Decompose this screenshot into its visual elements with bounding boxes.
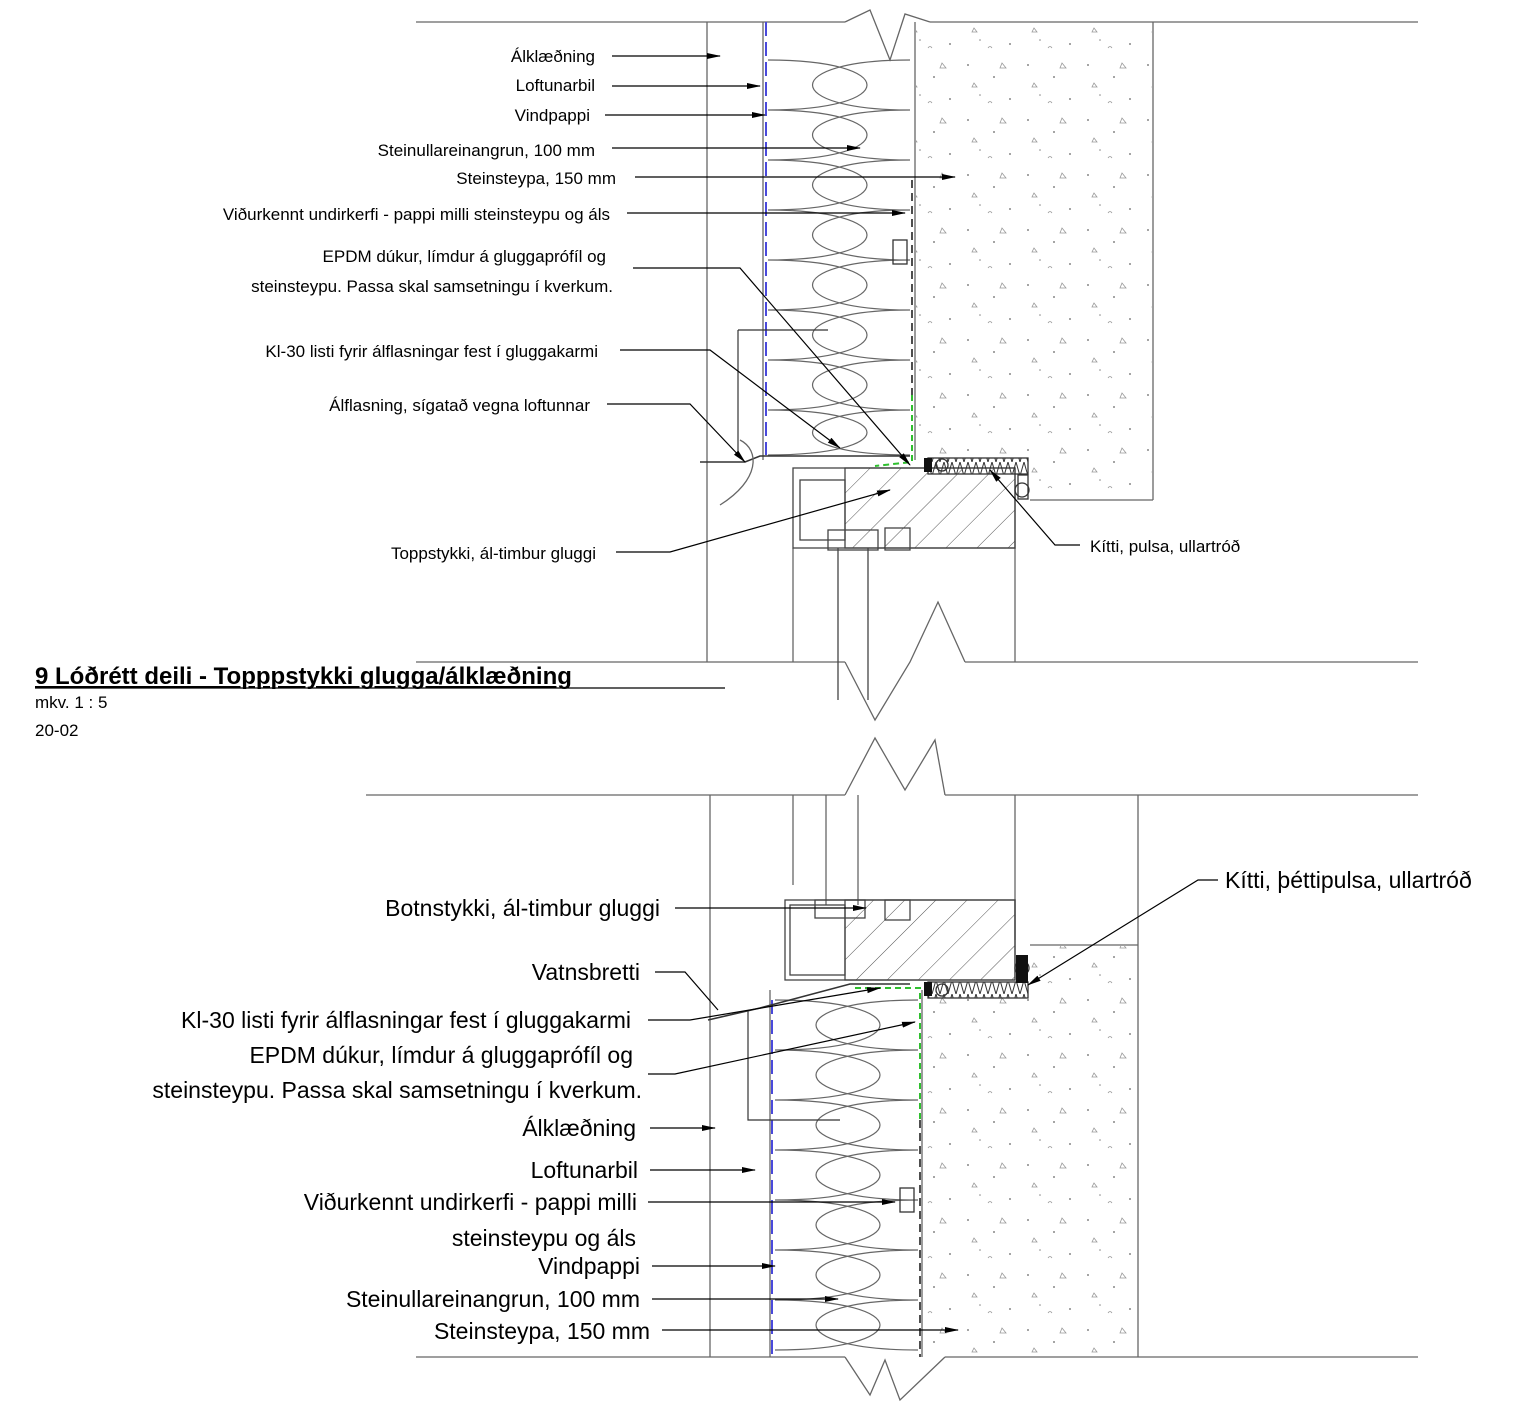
label-concrete-bottom: Steinsteypa, 150 mm — [434, 1318, 650, 1344]
label-kl30-top: Kl-30 listi fyrir álflasningar fest í gl… — [265, 342, 598, 361]
label-cladding-bottom: Álklæðning — [522, 1115, 636, 1141]
leaders-top — [35, 53, 1080, 689]
label-insulation-top: Steinullareinangrun, 100 mm — [378, 141, 595, 160]
label-air-gap-bottom: Loftunarbil — [531, 1157, 638, 1183]
label-wind-paper-bottom: Vindpappi — [538, 1253, 640, 1279]
labels-bottom: Botnstykki, ál-timbur gluggi Kítti, þétt… — [152, 867, 1471, 1344]
label-kl30-bottom: Kl-30 listi fyrir álflasningar fest í gl… — [181, 1007, 631, 1033]
label-sealant-top: Kítti, pulsa, ullartróð — [1090, 537, 1240, 556]
insulation-loops-top — [767, 59, 911, 456]
label-cladding-top: Álklæðning — [511, 47, 595, 66]
label-wind-paper-top: Vindpappi — [515, 106, 590, 125]
label-head-top: Toppstykki, ál-timbur gluggi — [391, 544, 596, 563]
detail-sheet: 20-02 — [35, 721, 78, 740]
label-concrete-top: Steinsteypa, 150 mm — [456, 169, 616, 188]
label-epdm-bottom-2: steinsteypu. Passa skal samsetningu í kv… — [152, 1077, 642, 1103]
label-drip-bottom: Vatnsbretti — [532, 959, 640, 985]
label-epdm-top-2: steinsteypu. Passa skal samsetningu í kv… — [251, 277, 613, 296]
label-subframe-bottom-1: Viðurkennt undirkerfi - pappi milli — [304, 1189, 637, 1215]
label-subframe-top: Viðurkennt undirkerfi - pappi milli stei… — [223, 205, 610, 224]
detail-scale: mkv. 1 : 5 — [35, 693, 107, 712]
label-air-gap-top: Loftunarbil — [516, 76, 595, 95]
label-sill-bottom: Botnstykki, ál-timbur gluggi — [385, 895, 660, 921]
label-flashing-top: Álflasning, sígatað vegna loftunnar — [329, 396, 590, 415]
leaders-bottom — [648, 879, 1218, 1333]
label-insulation-bottom: Steinullareinangrun, 100 mm — [346, 1286, 640, 1312]
detail-title: 9 Lóðrétt deili - Topppstykki glugga/álk… — [35, 663, 572, 690]
label-sealant-bottom: Kítti, þéttipulsa, ullartróð — [1225, 867, 1472, 893]
top-detail — [416, 9, 1418, 722]
bottom-detail — [366, 736, 1418, 1402]
label-epdm-top-1: EPDM dúkur, límdur á gluggaprófíl og — [323, 247, 606, 266]
labels-top: Álklæðning Loftunarbil Vindpappi Steinul… — [35, 47, 1240, 740]
label-subframe-bottom-2: steinsteypu og áls — [452, 1225, 636, 1251]
insulation-loops-bottom — [774, 999, 919, 1351]
label-epdm-bottom-1: EPDM dúkur, límdur á gluggaprófíl og — [249, 1042, 633, 1068]
